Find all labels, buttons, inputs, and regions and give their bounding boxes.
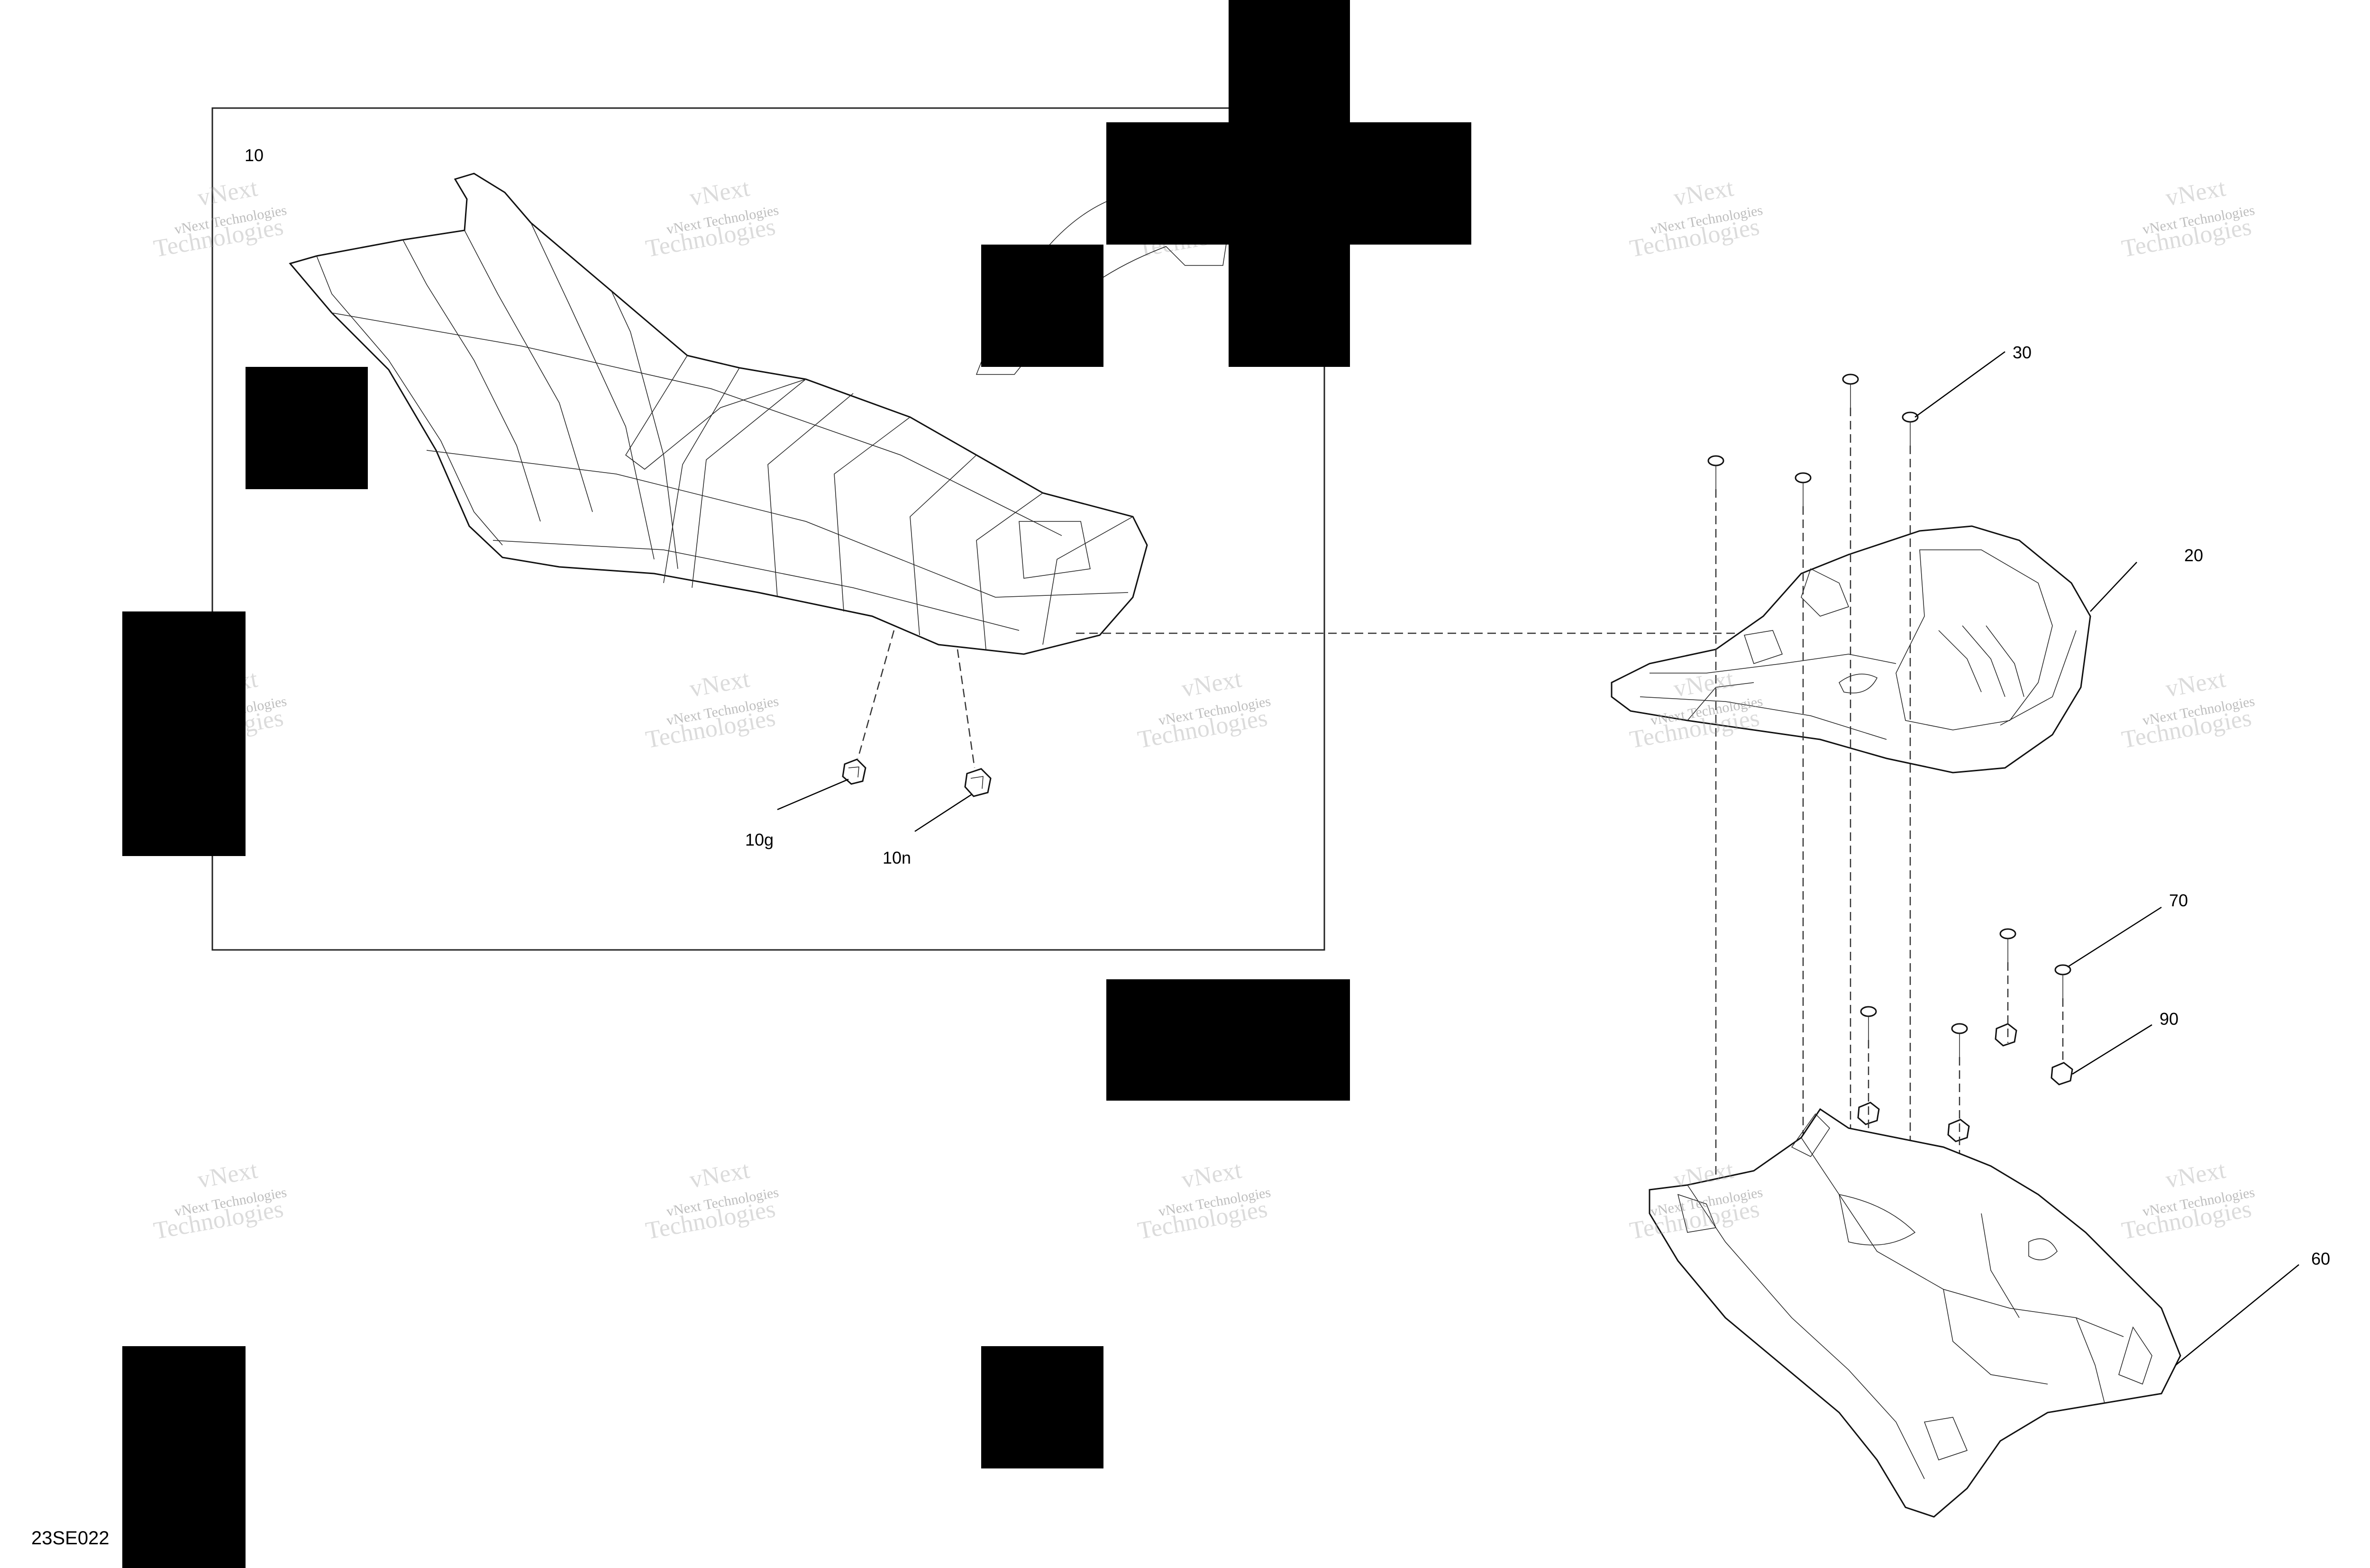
svg-text:vNext: vNext (196, 174, 260, 211)
bolt (1902, 411, 1919, 446)
redaction-block (981, 245, 1103, 367)
nuts-90 (1857, 1023, 2073, 1142)
assembly-line-seat-clip (857, 630, 895, 759)
redaction-block (122, 611, 246, 856)
bolt (1795, 472, 1812, 506)
redaction-block (1106, 979, 1350, 1101)
nut-10n (964, 768, 992, 797)
callout-10n: 10n (883, 848, 911, 867)
assembly-line-seat-nut (957, 649, 975, 768)
rear-subframe-part (1649, 1108, 2181, 1518)
callout-70: 70 (2169, 891, 2188, 910)
watermark: vNext Technologies vNext Technologies (1628, 174, 1764, 263)
watermark: vNext Technologies vNext Technologies (1136, 1157, 1272, 1245)
watermark: vNext Technologies vNext Technologies (2120, 665, 2256, 754)
seat-part (289, 173, 1148, 655)
svg-text:vNext: vNext (196, 1157, 260, 1194)
watermark: vNext Technologies vNext Technologies (644, 174, 780, 263)
watermark: vNext Technologies vNext Technologies (644, 1157, 780, 1245)
clip-10g (842, 758, 866, 785)
svg-text:vNext: vNext (2164, 1157, 2228, 1194)
kit-callout-10: 10 (245, 146, 264, 165)
kit-boundary-box (211, 107, 1325, 951)
bolt (1951, 1023, 1968, 1057)
svg-text:vNext: vNext (1180, 665, 1244, 702)
watermark: vNext Technologies vNext Technologies (644, 665, 780, 754)
bolt (1842, 374, 1859, 408)
redaction-block (981, 1346, 1103, 1468)
svg-text:vNext: vNext (1672, 174, 1736, 211)
svg-text:vNext: vNext (688, 665, 752, 702)
bolt (1999, 928, 2016, 962)
watermark: vNext Technologies vNext Technologies (2120, 174, 2256, 263)
bolt (2054, 964, 2071, 998)
leader-lines (777, 351, 2299, 1366)
callout-20: 20 (2184, 546, 2203, 565)
redaction-block (246, 367, 368, 489)
svg-text:vNext: vNext (688, 174, 752, 211)
redaction-block (1229, 0, 1350, 122)
redaction-block (122, 1346, 246, 1568)
bolt (1707, 455, 1724, 489)
redaction-block (1106, 122, 1471, 245)
redaction-blocks (122, 0, 1471, 1568)
svg-text:vNext: vNext (2164, 665, 2228, 702)
bolts-30 (1707, 374, 1919, 506)
svg-text:vNext: vNext (2164, 174, 2228, 211)
redaction-block (1229, 245, 1350, 367)
svg-text:vNext: vNext (1180, 1157, 1244, 1194)
watermark: vNext Technologies vNext Technologies (2120, 1157, 2256, 1245)
bolts-70 (1860, 928, 2071, 1057)
drawing-reference-code: 23SE022 (31, 1528, 109, 1549)
watermark: vNext Technologies vNext Technologies (152, 174, 288, 263)
callout-10g: 10g (745, 830, 774, 849)
watermark: vNext Technologies vNext Technologies (152, 1157, 288, 1245)
watermark: vNext Technologies vNext Technologies (1136, 665, 1272, 754)
callout-60: 60 (2311, 1249, 2330, 1268)
callout-30: 30 (2013, 343, 2032, 362)
callout-90: 90 (2160, 1009, 2179, 1029)
bolt (1860, 1006, 1877, 1040)
svg-text:vNext: vNext (688, 1157, 752, 1194)
